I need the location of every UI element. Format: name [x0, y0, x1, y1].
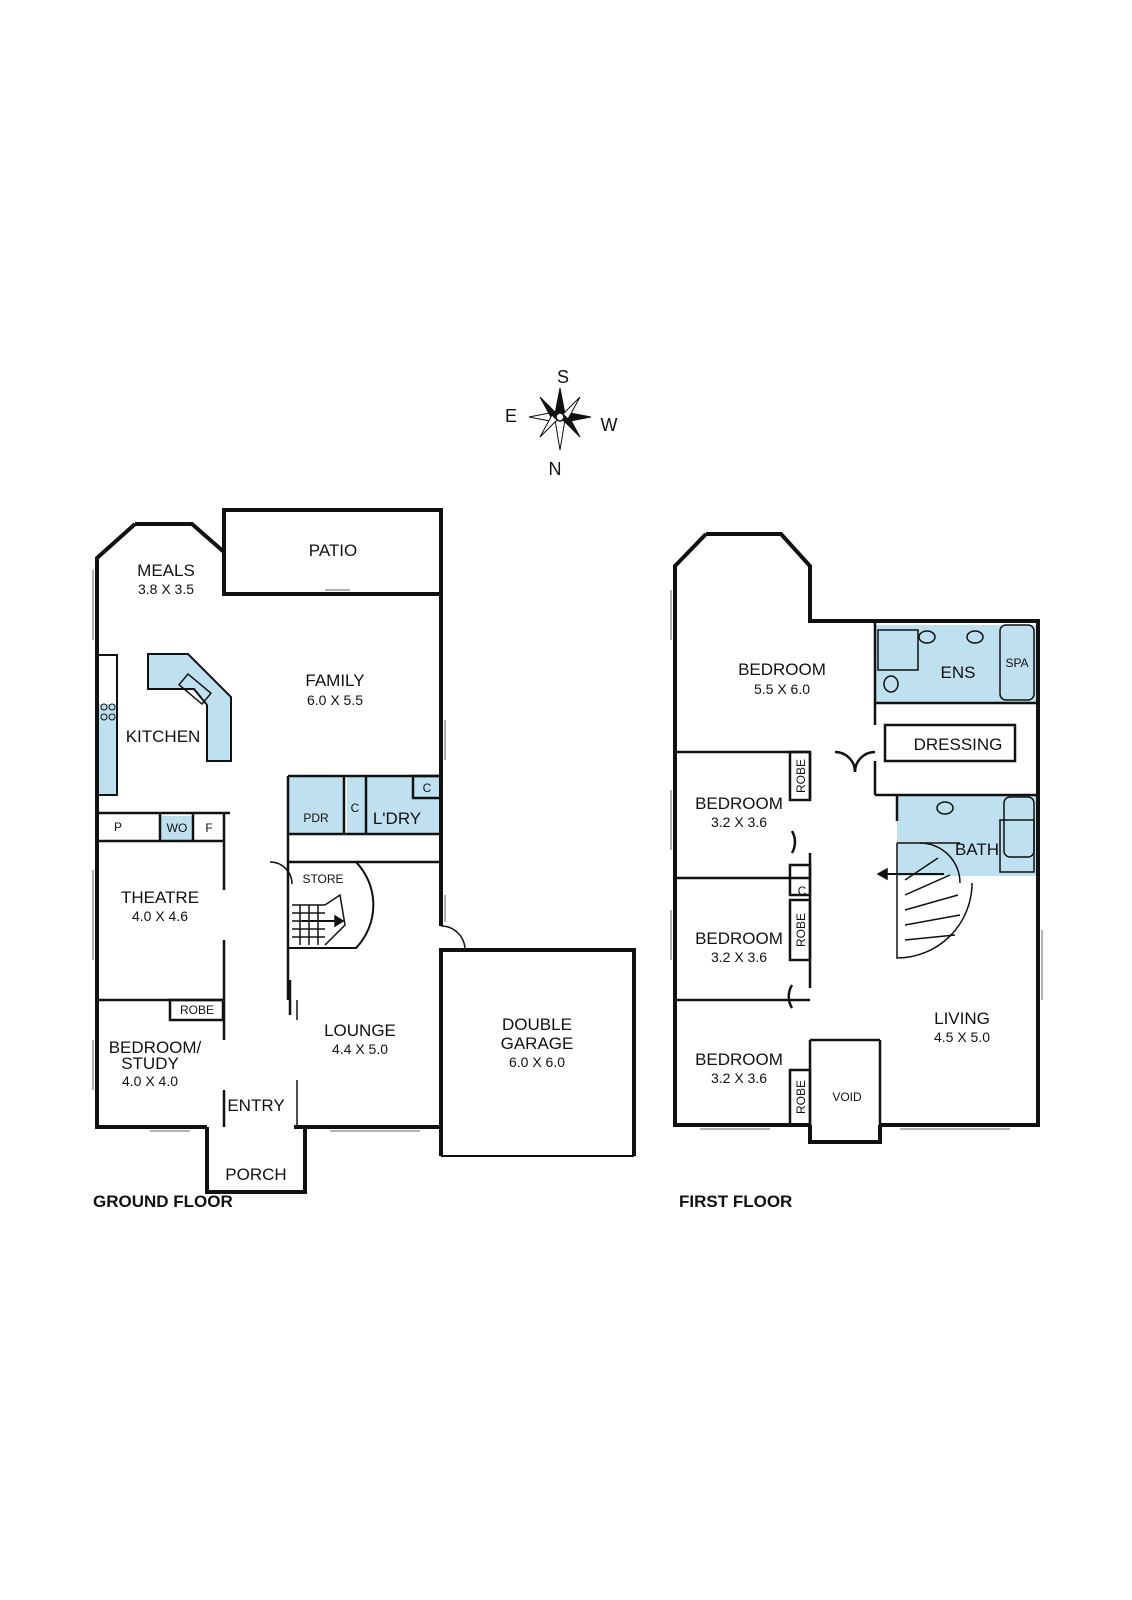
- pdr-label: PDR: [303, 811, 329, 825]
- meals-label: MEALS: [137, 561, 195, 580]
- living-dims: 4.5 X 5.0: [934, 1029, 990, 1045]
- compass-n-label: N: [549, 459, 562, 479]
- bedroom2-dims: 3.2 X 3.6: [711, 814, 767, 830]
- void-label: VOID: [832, 1090, 862, 1104]
- patio-label: PATIO: [309, 541, 358, 560]
- bedroom-study-label-1: BEDROOM/: [109, 1038, 202, 1057]
- master-bedroom-dims: 5.5 X 6.0: [754, 681, 810, 697]
- compass-w-label: W: [601, 415, 618, 435]
- family-label: FAMILY: [305, 671, 364, 690]
- robe3-label: ROBE: [794, 913, 808, 947]
- theatre-dims: 4.0 X 4.6: [132, 908, 188, 924]
- first-stairs: [876, 842, 973, 959]
- bedroom2-label: BEDROOM: [695, 794, 783, 813]
- first-floor-plan: BEDROOM 5.5 X 6.0 ENS SPA DRESSING BEDRO…: [670, 532, 1043, 1211]
- compass-rose: S E W N: [505, 367, 618, 479]
- master-bedroom-label: BEDROOM: [738, 660, 826, 679]
- first-floor-caption: FIRST FLOOR: [679, 1192, 792, 1211]
- bath-label: BATH: [955, 840, 999, 859]
- ens-label: ENS: [941, 663, 976, 682]
- pantry-label: P: [114, 820, 122, 834]
- bedroom4-dims: 3.2 X 3.6: [711, 1070, 767, 1086]
- compass-e-label: E: [505, 406, 517, 426]
- bedroom3-dims: 3.2 X 3.6: [711, 949, 767, 965]
- meals-dims: 3.8 X 3.5: [138, 581, 194, 597]
- spa-label: SPA: [1005, 656, 1028, 670]
- lounge-label: LOUNGE: [324, 1021, 396, 1040]
- porch-label: PORCH: [225, 1165, 286, 1184]
- robe2-label: ROBE: [794, 759, 808, 793]
- entry-label: ENTRY: [227, 1096, 284, 1115]
- garage-dims: 6.0 X 6.0: [509, 1054, 565, 1070]
- bedroom-study-label-2: STUDY: [121, 1054, 179, 1073]
- ground-stairs: [292, 893, 346, 946]
- ground-wet-areas: [97, 654, 439, 840]
- robe-label: ROBE: [180, 1003, 214, 1017]
- ground-floor-plan: MEALS 3.8 X 3.5 PATIO FAMILY 6.0 X 5.5 K…: [92, 508, 636, 1211]
- dressing-label: DRESSING: [914, 735, 1003, 754]
- bedroom4-label: BEDROOM: [695, 1050, 783, 1069]
- cupboard-label: C: [351, 801, 360, 815]
- family-dims: 6.0 X 5.5: [307, 692, 363, 708]
- robe4-label: ROBE: [794, 1080, 808, 1114]
- garage-label-2: GARAGE: [501, 1034, 574, 1053]
- garage-label-1: DOUBLE: [502, 1015, 572, 1034]
- lounge-dims: 4.4 X 5.0: [332, 1041, 388, 1057]
- kitchen-label: KITCHEN: [126, 727, 201, 746]
- living-label: LIVING: [934, 1009, 990, 1028]
- bedroom3-label: BEDROOM: [695, 929, 783, 948]
- laundry-label: L'DRY: [373, 809, 421, 828]
- first-wet-areas: [875, 625, 1038, 876]
- store-label: STORE: [302, 872, 343, 886]
- ground-floor-caption: GROUND FLOOR: [93, 1192, 233, 1211]
- fridge-label: F: [205, 821, 212, 835]
- theatre-label: THEATRE: [121, 888, 199, 907]
- compass-s-label: S: [557, 367, 569, 387]
- laundry-cupboard-label: C: [423, 781, 432, 795]
- cupboard-first-label: C: [798, 884, 807, 898]
- bedroom-study-dims: 4.0 X 4.0: [122, 1073, 178, 1089]
- walk-in-label: WO: [167, 821, 188, 835]
